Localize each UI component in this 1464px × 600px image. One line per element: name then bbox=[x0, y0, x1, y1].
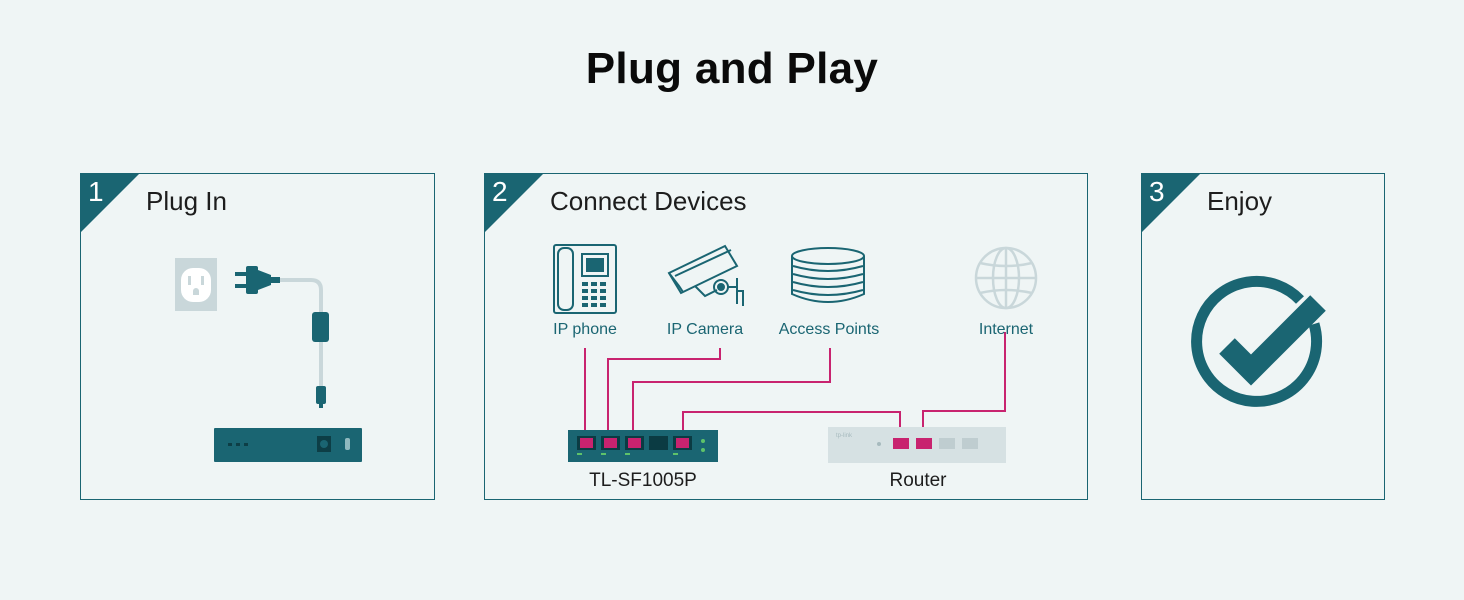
step-panel-enjoy: 3 Enjoy bbox=[1141, 173, 1385, 500]
ip-camera-icon bbox=[667, 244, 744, 306]
plug-in-illustration bbox=[175, 258, 362, 462]
device-label-ip-camera: IP Camera bbox=[666, 321, 744, 338]
step-panel-connect-devices: 2 Connect Devices bbox=[484, 173, 1088, 500]
step-number: 3 bbox=[1149, 176, 1165, 207]
step-number: 2 bbox=[492, 176, 508, 207]
access-point-icon bbox=[791, 247, 865, 303]
device-label-ip-phone: IP phone bbox=[553, 321, 617, 338]
power-plug-icon bbox=[235, 266, 280, 294]
step-number: 1 bbox=[88, 176, 104, 207]
step-panel-plug-in: 1 Plug In bbox=[80, 173, 435, 500]
connect-devices-illustration: tp-link bbox=[553, 244, 1038, 463]
step-title: Plug In bbox=[146, 186, 227, 216]
step-title: Connect Devices bbox=[550, 186, 747, 216]
step-corner-badge bbox=[1141, 173, 1201, 233]
checkmark-circle-icon bbox=[1191, 275, 1326, 407]
router-logo-text: tp-link bbox=[836, 433, 853, 439]
network-switch-icon bbox=[214, 428, 362, 462]
router-icon: tp-link bbox=[828, 427, 1006, 463]
wall-outlet-icon bbox=[175, 258, 217, 311]
page-title: Plug and Play bbox=[585, 44, 879, 93]
switch-label: TL-SF1005P bbox=[589, 470, 697, 491]
tl-sf1005p-switch-icon bbox=[568, 430, 718, 462]
power-adapter-icon bbox=[312, 312, 329, 342]
step-corner-badge bbox=[80, 173, 140, 233]
router-label: Router bbox=[889, 470, 947, 491]
step-corner-badge bbox=[484, 173, 544, 233]
globe-icon bbox=[974, 246, 1038, 310]
ip-phone-icon bbox=[553, 244, 617, 314]
connection-lines bbox=[584, 332, 1006, 436]
device-label-access-points: Access Points bbox=[778, 321, 880, 338]
device-label-internet: Internet bbox=[978, 321, 1034, 338]
step-title: Enjoy bbox=[1207, 186, 1273, 216]
enjoy-illustration bbox=[1191, 275, 1326, 407]
